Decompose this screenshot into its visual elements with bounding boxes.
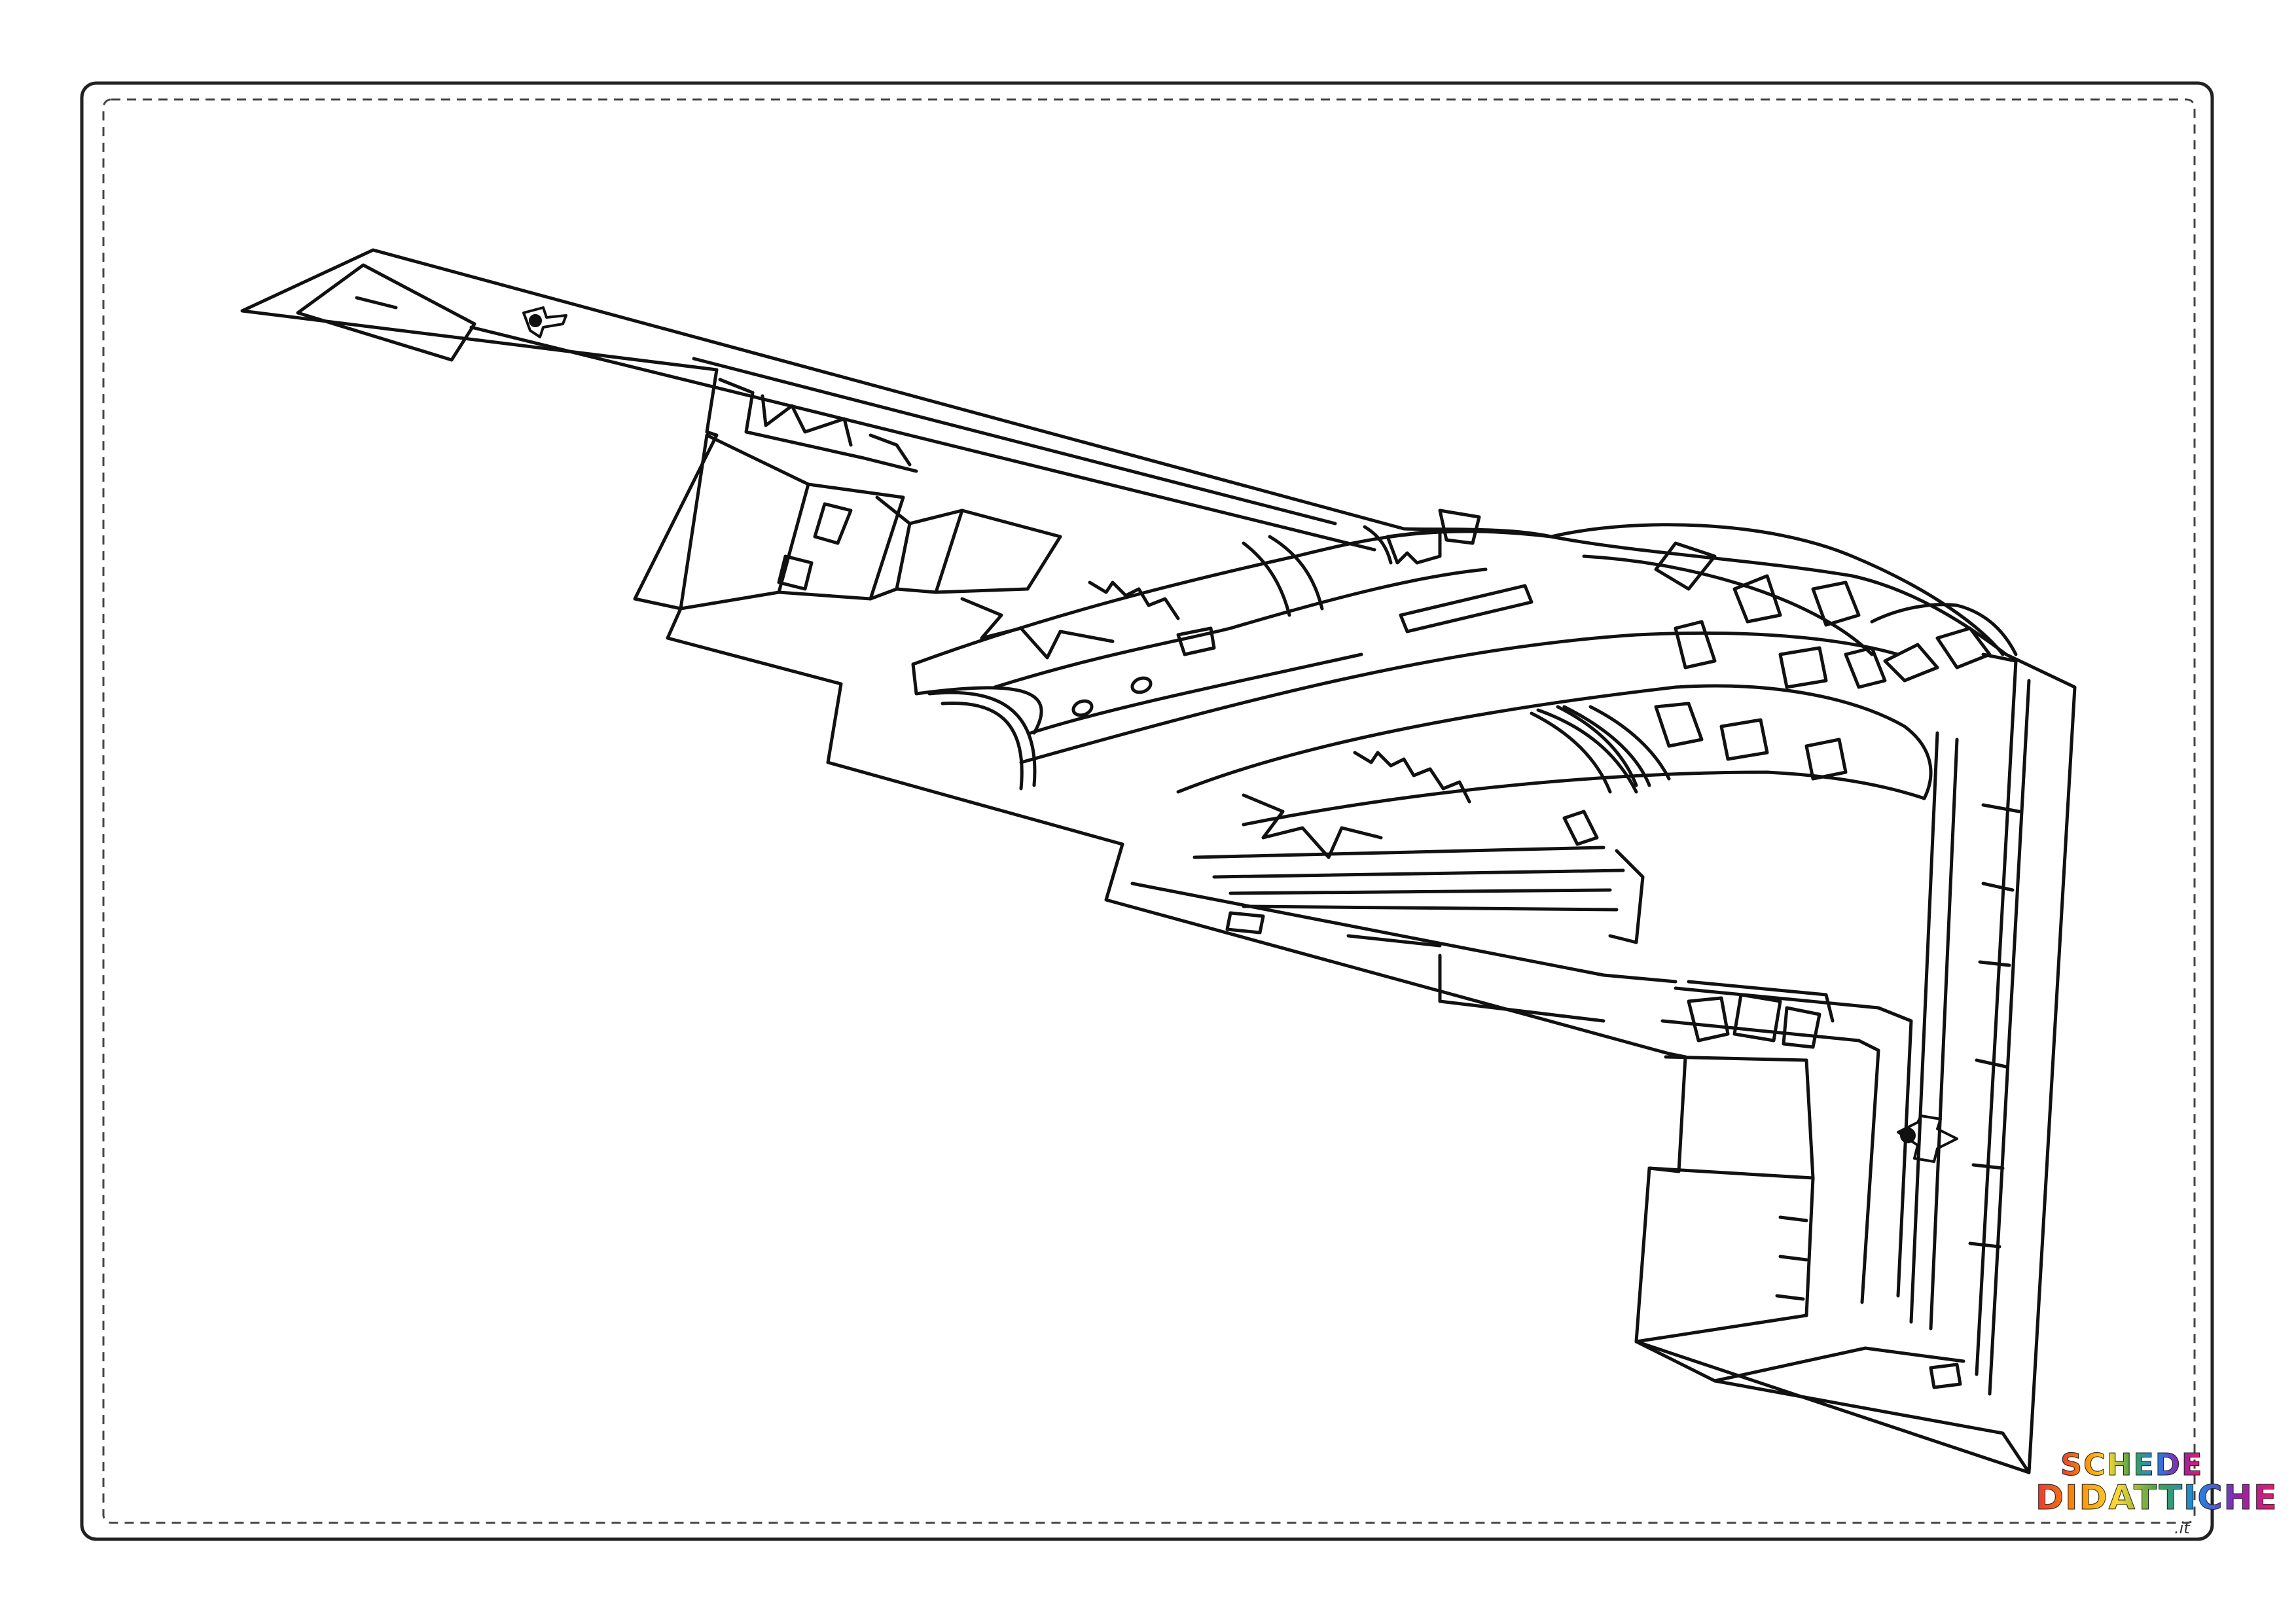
left-hatch	[1176, 626, 1216, 656]
right-inner-stripe-2	[1438, 954, 1605, 1023]
center-hump-front	[1549, 523, 2005, 656]
left-nacelle-top	[993, 567, 1488, 689]
center-panels	[1654, 541, 1861, 627]
stealth-bomber-drawing	[240, 248, 2077, 1474]
right-inner-stripe	[1130, 882, 1677, 984]
cockpit-frame	[1870, 603, 2018, 656]
right-flap-outer	[1634, 1166, 1815, 1344]
left-flap-5	[934, 508, 1062, 594]
right-inner-wing-lines	[1193, 846, 1625, 912]
left-nacelle-patch	[1386, 528, 1442, 565]
logo-line-1: SCHEDE	[2060, 1447, 2204, 1482]
left-flap-1	[679, 433, 810, 611]
center-hump-top	[1019, 631, 1900, 764]
inner-dashed-frame	[102, 98, 2196, 1524]
right-wing-spar	[1674, 986, 1913, 1298]
left-wing-detail-2	[869, 433, 912, 467]
center-boxes	[1654, 702, 1848, 781]
right-wing-panel-col	[1909, 731, 1959, 1330]
center-panels-2	[1674, 620, 1887, 689]
left-flap-3	[869, 495, 912, 601]
left-flap-4	[895, 508, 964, 594]
right-flap-divider	[1664, 1055, 1815, 1180]
right-wing-boxes	[1687, 993, 1821, 1049]
left-nacelle-rings	[1242, 525, 1393, 617]
aircraft-outline	[240, 248, 2077, 1474]
right-wingtip-bevel	[1634, 1340, 2031, 1474]
right-flap-knobs	[1775, 1215, 1808, 1301]
left-intake-cowl	[911, 529, 1553, 666]
left-nacelle-small	[1438, 508, 1481, 545]
right-wing-cross-lines	[1968, 803, 2021, 1249]
left-wingtip-slot	[355, 296, 398, 310]
cockpit-window-1	[1883, 643, 1939, 683]
left-wing-rib-2	[692, 357, 1337, 526]
left-sawtooth-steps	[1088, 580, 1180, 620]
left-wingtip-panel	[296, 263, 476, 362]
right-sawtooth	[1242, 793, 1383, 859]
outer-frame	[80, 81, 2214, 1541]
left-oval-1	[1071, 699, 1094, 717]
right-inner-boxes	[1225, 849, 1645, 948]
left-intake-lip	[911, 662, 1043, 735]
left-wing-panel-line	[718, 378, 918, 473]
left-nacelle-lower	[1029, 652, 1363, 735]
right-wing-edge	[1975, 652, 2018, 1376]
right-wing-edge-2	[1988, 679, 2031, 1396]
right-intake-lower	[1242, 770, 1926, 827]
right-intake-cowl	[1176, 684, 1933, 800]
right-wingtip-box	[1929, 1363, 1962, 1389]
right-nacelle-rings	[1530, 705, 1638, 794]
right-wing-insignia	[1897, 1115, 1958, 1163]
left-flap-2	[777, 482, 905, 601]
left-flap-boxes	[777, 502, 853, 591]
right-wing-spar-3	[1687, 980, 1835, 1023]
left-cockpit-stripe	[1399, 584, 1534, 633]
schede-didattiche-logo: SCHEDE DIDATTICHE .it	[2036, 1447, 2278, 1541]
left-oval-2	[1130, 676, 1153, 694]
logo-line-2: DIDATTICHE	[2036, 1478, 2278, 1518]
right-wing-spar-2	[1660, 1019, 1880, 1304]
left-wing-detail	[761, 394, 853, 447]
logo-tld: .it	[2174, 1519, 2190, 1537]
left-wing-insignia	[522, 306, 567, 338]
left-wing-rib	[469, 325, 1376, 552]
left-intake-mouth-inner	[941, 701, 1024, 791]
right-sawtooth-steps	[1353, 751, 1471, 804]
right-nacelle-window	[1562, 810, 1599, 846]
right-wingtip-line	[1713, 1346, 1965, 1383]
center-hump-ridge	[1582, 554, 1874, 656]
